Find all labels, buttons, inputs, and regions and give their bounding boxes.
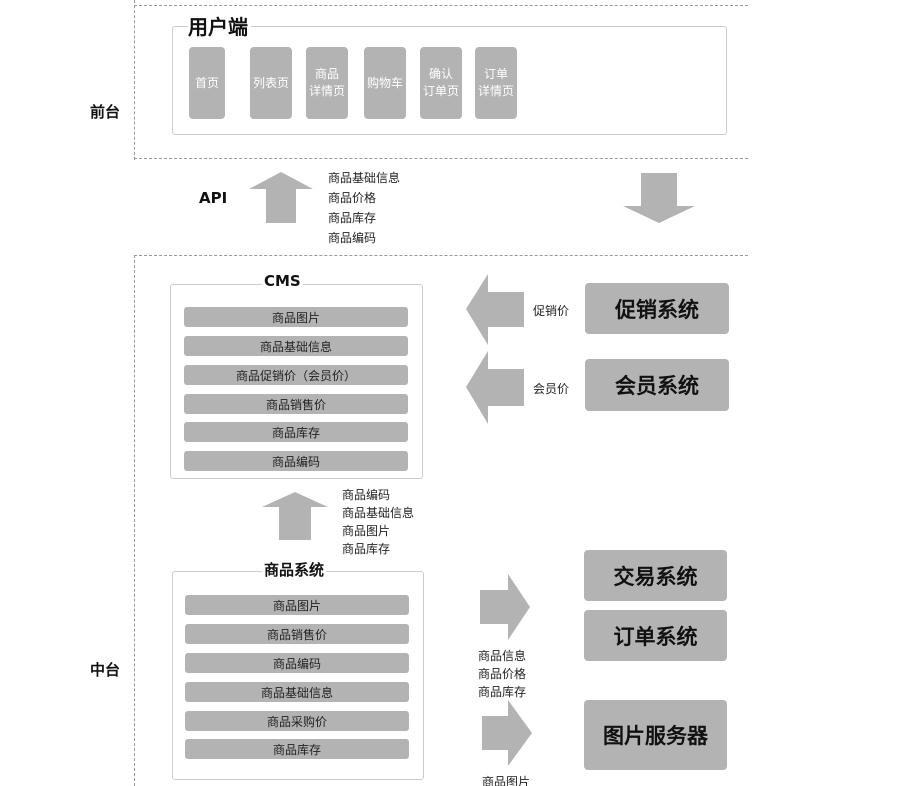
arrow-up-icon xyxy=(262,492,328,540)
promo-system: 促销系统 xyxy=(585,283,729,334)
cms-row: 商品销售价 xyxy=(184,394,408,414)
arrow-left-icon xyxy=(466,351,524,424)
trade-system: 交易系统 xyxy=(584,550,727,601)
cms-row: 商品库存 xyxy=(184,422,408,442)
field: 商品编码 xyxy=(342,488,391,502)
client-title: 用户端 xyxy=(188,11,251,40)
product-to-cms-fields: 商品编码 商品基础信息 商品图片 商品库存 xyxy=(342,486,414,558)
page-card-home: 首页 xyxy=(189,47,225,119)
front-zone-border-top xyxy=(134,5,748,6)
cms-row: 商品编码 xyxy=(184,451,408,471)
page-card-list: 列表页 xyxy=(250,47,292,119)
member-system: 会员系统 xyxy=(585,359,729,411)
image-server: 图片服务器 xyxy=(584,700,727,770)
api-field: 商品编码 xyxy=(328,231,377,245)
page-card-product-detail: 商品 详情页 xyxy=(306,47,348,119)
cms-row: 商品图片 xyxy=(184,307,408,327)
product-row: 商品基础信息 xyxy=(185,682,409,702)
field: 商品库存 xyxy=(478,685,527,699)
api-fields: 商品基础信息 商品价格 商品库存 商品编码 xyxy=(328,168,400,248)
middle-zone-border-left xyxy=(134,255,135,786)
api-field: 商品价格 xyxy=(328,191,377,205)
order-system: 订单系统 xyxy=(584,610,727,661)
page-label: 列表页 xyxy=(252,75,289,90)
front-zone-border-bottom xyxy=(134,158,748,159)
product-row: 商品采购价 xyxy=(185,711,409,731)
zone-label-middle: 中台 xyxy=(90,661,121,679)
cms-row: 商品基础信息 xyxy=(184,336,408,356)
page-label: 确认 订单页 xyxy=(422,67,459,98)
field: 商品基础信息 xyxy=(342,506,415,520)
field: 商品图片 xyxy=(342,524,391,538)
api-field: 商品库存 xyxy=(328,211,377,225)
page-label: 购物车 xyxy=(366,75,403,90)
arrow-down-icon xyxy=(623,173,695,223)
page-label: 订单 详情页 xyxy=(477,67,514,98)
page-card-order-detail: 订单 详情页 xyxy=(475,47,517,119)
page-card-confirm-order: 确认 订单页 xyxy=(420,47,462,119)
product-row: 商品销售价 xyxy=(185,624,409,644)
cms-title: CMS xyxy=(262,272,303,290)
cms-row: 商品促销价（会员价） xyxy=(184,365,408,385)
promo-field: 促销价 xyxy=(533,304,570,318)
front-zone-border-left xyxy=(134,0,135,160)
zone-label-front: 前台 xyxy=(90,103,121,121)
middle-zone-border-top xyxy=(134,255,748,256)
downstream-fields: 商品信息 商品价格 商品库存 xyxy=(478,647,526,701)
product-row: 商品图片 xyxy=(185,595,409,615)
page-label: 商品 详情页 xyxy=(308,67,345,98)
product-row: 商品库存 xyxy=(185,739,409,759)
arrow-left-icon xyxy=(466,274,524,345)
field: 商品库存 xyxy=(342,542,391,556)
field: 商品价格 xyxy=(478,667,527,681)
field: 商品信息 xyxy=(478,649,527,663)
product-row: 商品编码 xyxy=(185,653,409,673)
product-title: 商品系统 xyxy=(262,559,327,580)
page-label: 首页 xyxy=(194,75,219,90)
member-field: 会员价 xyxy=(533,382,570,396)
arrow-right-icon xyxy=(482,700,532,766)
arrow-right-icon xyxy=(480,574,530,640)
image-field: 商品图片 xyxy=(482,775,531,786)
arrow-up-icon xyxy=(249,172,313,223)
page-card-cart: 购物车 xyxy=(364,47,406,119)
api-label: API xyxy=(199,189,228,207)
api-field: 商品基础信息 xyxy=(328,171,401,185)
